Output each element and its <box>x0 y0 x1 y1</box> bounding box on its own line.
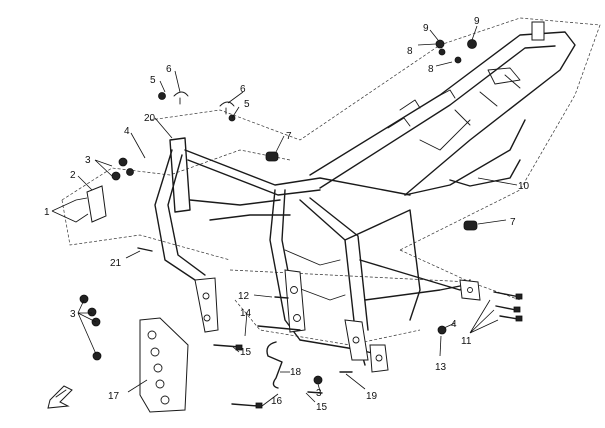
callout-13: 13 <box>435 362 447 373</box>
callout-8-upper: 8 <box>407 46 413 57</box>
callout-5-left: 5 <box>150 75 156 86</box>
callout-12: 12 <box>238 291 250 302</box>
callout-7-lower: 7 <box>510 217 516 228</box>
callout-16: 16 <box>271 396 283 407</box>
callout-4-lower: 4 <box>451 319 457 330</box>
callout-3-upper: 3 <box>85 155 91 166</box>
callout-2: 2 <box>70 170 76 181</box>
callout-18: 18 <box>290 367 302 378</box>
callout-labels: 1 2 3 4 5 6 6 5 20 7 9 9 8 8 10 7 21 3 1… <box>44 16 530 413</box>
callout-10: 10 <box>518 181 530 192</box>
callout-9-left: 9 <box>423 23 429 34</box>
leader-lines <box>51 25 518 407</box>
callout-9-right: 9 <box>474 16 480 27</box>
callout-8-lower: 8 <box>428 64 434 75</box>
callout-19: 19 <box>366 391 378 402</box>
callout-17: 17 <box>108 391 120 402</box>
callout-15-upper: 15 <box>240 347 252 358</box>
callout-1: 1 <box>44 207 50 218</box>
callout-11: 11 <box>461 336 472 347</box>
callout-6-right: 6 <box>240 84 246 95</box>
callout-15-lower: 15 <box>316 402 328 413</box>
rear-frame-rails <box>309 21 576 196</box>
front-arrow-icon <box>47 385 73 409</box>
callout-3-left: 3 <box>70 309 76 320</box>
callout-6-left: 6 <box>166 64 172 75</box>
part-2-plate <box>86 185 107 223</box>
callout-5-right: 5 <box>244 99 250 110</box>
callout-3-lower: 3 <box>316 388 322 399</box>
callout-4-upper: 4 <box>124 126 130 137</box>
part-17-bracket-plate <box>139 317 189 413</box>
engine-mount-plates <box>194 269 481 373</box>
callout-20: 20 <box>144 113 156 124</box>
main-frame <box>154 137 471 366</box>
callout-21: 21 <box>110 258 122 269</box>
callout-14: 14 <box>240 308 252 319</box>
callout-7-upper: 7 <box>286 131 292 142</box>
